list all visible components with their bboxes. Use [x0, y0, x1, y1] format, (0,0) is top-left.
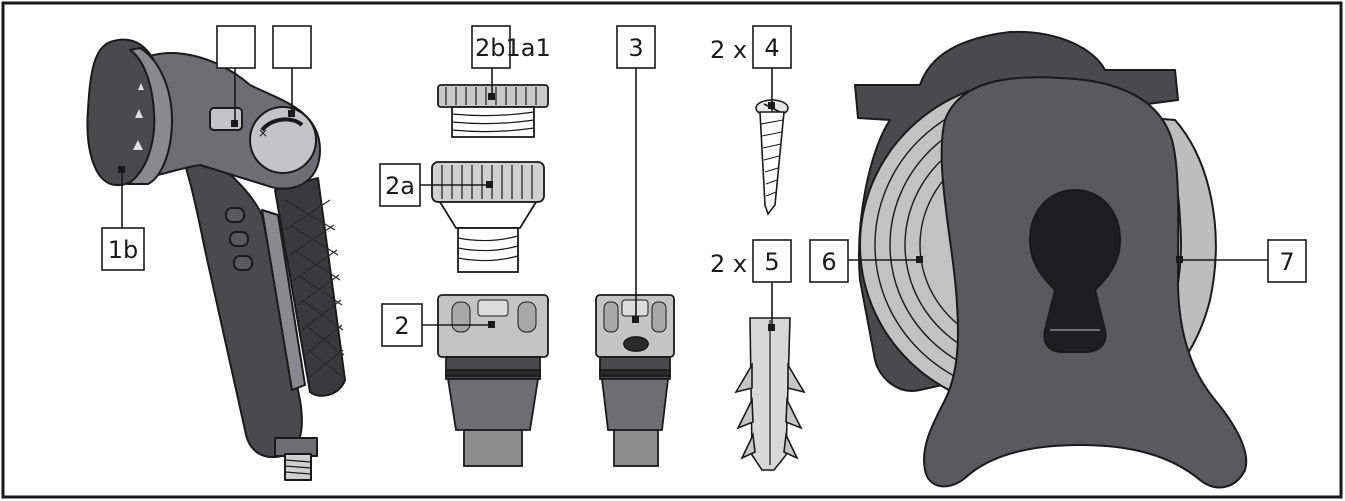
- callout-label: 2: [394, 312, 409, 340]
- callout-1b: 1b: [101, 227, 145, 271]
- callout-label: 4: [764, 34, 779, 62]
- spray-gun-grip-highlight: [261, 209, 306, 391]
- spray-gun-trigger-bump: [229, 231, 249, 247]
- hose-connector-2-hose: [463, 429, 523, 467]
- hose-connector-3-sleeve: [600, 378, 670, 431]
- spray-gun-trigger-bump: [225, 207, 245, 223]
- callout-label: 3: [628, 34, 643, 62]
- dowel-fin: [787, 362, 806, 394]
- screw-illustration: [755, 99, 789, 216]
- quantity-dowel: 2 x: [710, 250, 747, 278]
- hose-connector-3-illustration: [595, 294, 675, 467]
- callout-label: 1b: [108, 236, 139, 264]
- spray-gun-trigger-bump: [233, 255, 253, 271]
- dowel-fin: [783, 432, 799, 460]
- spray-gun-flow-knob: [249, 106, 317, 174]
- spray-gun-knob-minus: ×: [258, 126, 268, 140]
- spray-gun-flow-scale: [260, 117, 304, 132]
- hose-reel-keyhole: [1029, 189, 1121, 353]
- callout-label: 6: [821, 248, 836, 276]
- hose-connector-2-illustration: [437, 294, 549, 467]
- dowel-fin: [736, 396, 754, 430]
- thread-adapter-illustration: [437, 84, 549, 138]
- tap-connector-spigot: [457, 227, 519, 273]
- dowel-fin: [740, 432, 756, 460]
- spray-gun-mode-marker: [138, 83, 144, 90]
- quantity-dowel-label: 2 x: [710, 250, 747, 278]
- tap-connector-illustration: [431, 161, 545, 273]
- callout-2: 2: [381, 303, 423, 347]
- spray-gun-grip-texture: [274, 177, 346, 397]
- callout-7: 7: [1267, 239, 1307, 283]
- callout-3: 3: [616, 25, 656, 69]
- hose-connector-3-hose: [613, 429, 659, 467]
- callout-label: 2a: [385, 172, 415, 200]
- quantity-screw-label: 2 x: [710, 36, 747, 64]
- dowel-illustration: [734, 317, 806, 471]
- spray-gun-mode-marker: [135, 109, 143, 118]
- hose-connector-2-sleeve: [446, 378, 540, 431]
- hose-connector-3-stop-valve: [623, 336, 649, 352]
- callout-2a: 2a: [379, 163, 421, 207]
- spray-gun-mode-marker: [133, 140, 143, 150]
- spray-gun-nozzle-ring: [127, 47, 173, 185]
- hose-reel-illustration: [854, 30, 1248, 489]
- dowel-fin: [785, 396, 803, 430]
- leader-lines: [118, 68, 1270, 331]
- tap-connector-cone: [438, 201, 538, 229]
- callout-blank-2: [272, 25, 312, 69]
- callout-label: 2b1a1: [475, 34, 551, 62]
- callout-5: 5: [752, 239, 792, 283]
- callout-blank-1: [216, 25, 256, 69]
- callout-6: 6: [809, 239, 849, 283]
- screw-shank: [759, 111, 785, 216]
- callout-label: 5: [764, 248, 779, 276]
- spray-gun-illustration: ×: [86, 38, 346, 481]
- callout-4: 4: [752, 25, 792, 69]
- dowel-fin: [734, 362, 753, 394]
- quantity-screw: 2 x: [710, 36, 747, 64]
- callout-label: 7: [1279, 248, 1294, 276]
- callout-2b1a1: 2b1a1: [471, 25, 551, 69]
